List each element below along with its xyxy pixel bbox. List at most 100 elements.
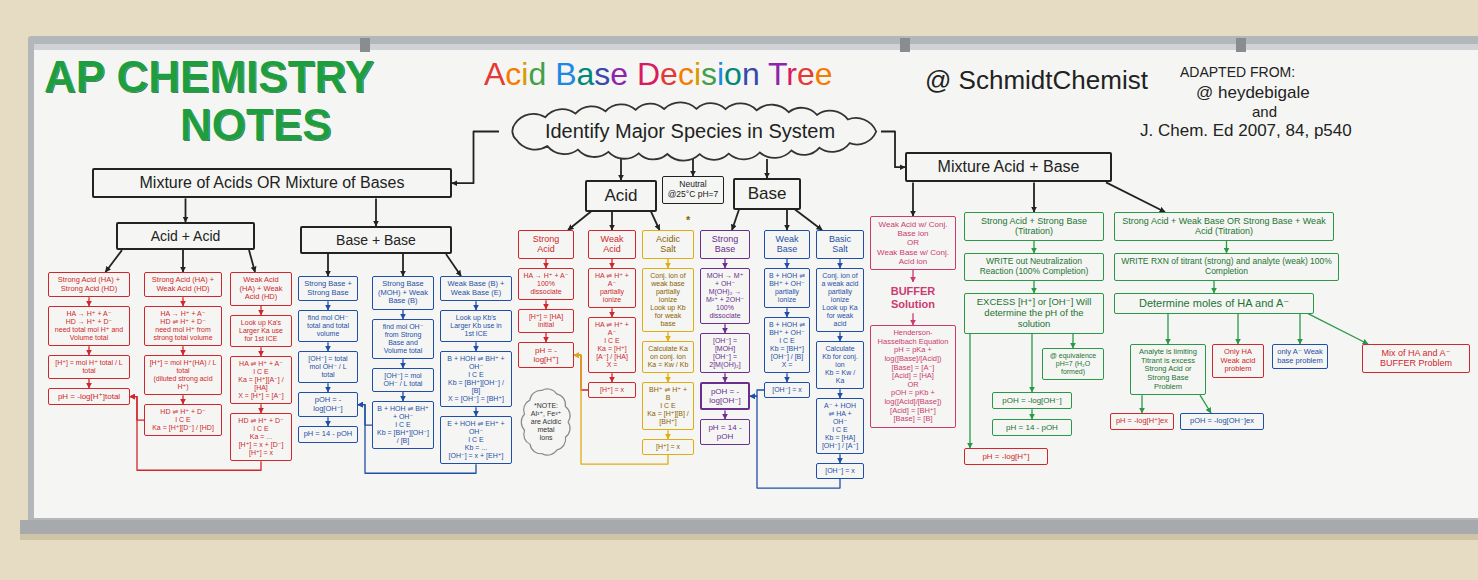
node-text: Strong Acid (HA) + Weak Acid (HD) bbox=[149, 276, 217, 293]
connector-arrow bbox=[475, 407, 476, 416]
node-text: Mixture Acid + Base bbox=[915, 158, 1102, 176]
step-box: WRITE out Neutralization Reaction (100% … bbox=[964, 253, 1104, 281]
rail-clip bbox=[1236, 38, 1246, 52]
connector-arrow bbox=[475, 342, 476, 351]
connector-arrow bbox=[912, 270, 913, 282]
connector-arrow bbox=[182, 250, 184, 272]
step-box: B + HOH ⇌ BH⁺ + OH⁻I C EKb = [BH⁺][OH⁻] … bbox=[764, 317, 810, 373]
title-letter: e bbox=[815, 56, 833, 92]
step-box: [H⁺] = mol H⁺(HA) / L total(diluted stro… bbox=[144, 355, 222, 395]
connector-arrow bbox=[1031, 334, 1032, 392]
node-text: Look up Kb for weak base bbox=[647, 304, 689, 328]
map-rail bbox=[34, 44, 1478, 50]
node-text: I C E bbox=[647, 402, 689, 410]
node-text: HA → H⁺ + A⁻ bbox=[523, 272, 569, 280]
connector-arrow bbox=[475, 301, 476, 310]
node-text: Strong Acid bbox=[524, 234, 568, 255]
node-text: pOH = -log[OH⁻] bbox=[303, 396, 353, 413]
connector-arrow bbox=[106, 250, 123, 272]
start-cloud: Identify Major Species in System bbox=[495, 100, 885, 163]
step-box: [H⁺] = mol H⁺ total / L total bbox=[48, 355, 130, 379]
connector-arrow bbox=[545, 300, 546, 309]
node-text: Calculate Kb for conj. ion bbox=[821, 345, 859, 369]
node-text: pH = -log[H⁺]ex bbox=[1115, 417, 1169, 426]
step-box: [OH⁻] = [MOH][OH⁻] = 2[M(OH)₂] bbox=[700, 333, 750, 373]
step-box: Strong Acid + Weak Base OR Strong Base +… bbox=[1114, 212, 1334, 241]
node-text: WRITE RXN of titrant (strong) and analyt… bbox=[1119, 257, 1334, 277]
node-text: Weak Acid (HA) + Weak Acid (HD) bbox=[235, 276, 287, 302]
title-letter bbox=[546, 56, 555, 92]
node-text: EXCESS [H⁺] or [OH⁻] Will determine the … bbox=[970, 297, 1098, 330]
node-text: [OH⁻] = total mol OH⁻ / L total bbox=[303, 355, 353, 379]
node-text: Strong Acid + Weak Base OR Strong Base +… bbox=[1120, 216, 1328, 237]
connector-arrow bbox=[724, 259, 725, 268]
node-text: Neutral bbox=[667, 180, 719, 190]
heading-label: NOTES bbox=[180, 100, 332, 151]
step-box: HA → H⁺ + A⁻100% dissociate bbox=[518, 268, 574, 300]
node-text: HA → H⁺ + A⁻ bbox=[149, 310, 217, 318]
connector-arrow bbox=[724, 324, 725, 333]
step-box: Look up Ka's Larger Ka use for 1st ICE bbox=[230, 315, 292, 347]
node-text: [Acid] = [HA] bbox=[875, 372, 951, 381]
node-text: Ka = [H⁺][A⁻] / [HA] bbox=[235, 376, 287, 392]
connector-arrow bbox=[839, 389, 840, 398]
node-text: pOH = -log[OH⁻]ex bbox=[1185, 417, 1259, 426]
connector-arrow bbox=[1213, 281, 1214, 293]
step-box: [OH⁻] = x bbox=[764, 382, 810, 398]
step-box: Henderson-Hasselbach EquationpH = pKa + … bbox=[870, 325, 956, 428]
node-text: I C E bbox=[377, 421, 429, 429]
connector-arrow bbox=[327, 301, 328, 310]
step-box: pH = -log[H⁺]total bbox=[48, 388, 130, 405]
step-box: HA ⇌ H⁺ + A⁻partially ionize bbox=[588, 268, 636, 308]
title-letter: e bbox=[797, 56, 815, 92]
node-text: Look up Ka's Larger Ka use for 1st ICE bbox=[235, 319, 287, 343]
node-text: pH = -log[H⁺] bbox=[969, 452, 1043, 461]
title-letter: i bbox=[694, 56, 701, 92]
title-letter: c bbox=[505, 56, 521, 92]
node-text: Acid + Acid bbox=[126, 228, 245, 244]
node-text: Strong Base + Strong Base bbox=[303, 280, 353, 297]
step-box: pH = 14 - pOH bbox=[992, 419, 1072, 436]
credit-label: @ heydebigale bbox=[1196, 83, 1310, 103]
connector-arrow bbox=[724, 410, 725, 419]
connector-arrow bbox=[545, 333, 546, 342]
node-text: Conj. ion of a weak acid partially ioniz… bbox=[821, 272, 859, 304]
step-box: pH = 14 - pOH bbox=[298, 426, 358, 443]
node-text: [OH⁻] = x bbox=[769, 386, 805, 394]
node-text: Weak Base (B) + Weak Base (E) bbox=[445, 280, 507, 297]
step-box: B + HOH ⇌ BH⁺ + OH⁻I C EKb = [BH⁺][OH⁻] … bbox=[372, 401, 434, 449]
step-box: Acidic Salt bbox=[642, 230, 694, 259]
node-text: only A⁻ Weak base problem bbox=[1277, 348, 1323, 365]
node-text: [Base] = [B] bbox=[875, 415, 951, 424]
step-box: Calculate Ka on conj. ionKa = Kw / Kb bbox=[642, 341, 694, 373]
connector-arrow bbox=[839, 454, 840, 463]
node-text: [OH⁻] = [MOH] bbox=[705, 337, 745, 353]
node-text: HA ⇌ H⁺ + A⁻ bbox=[235, 360, 287, 368]
node-text: I C E bbox=[593, 337, 631, 345]
step-box: Strong Base bbox=[700, 230, 750, 259]
node-text: I C E bbox=[235, 368, 287, 376]
node-text: pH = -log[H⁺] bbox=[523, 346, 569, 364]
connector-arrow bbox=[969, 334, 970, 448]
connector-arrow bbox=[795, 210, 822, 230]
node-text: pH = 14 - pOH bbox=[303, 430, 353, 439]
node-text: Mix of HA and A⁻ BUFFER Problem bbox=[1368, 348, 1464, 369]
connector-arrow bbox=[260, 306, 261, 315]
title-letter: T bbox=[768, 56, 786, 92]
connector-arrow bbox=[1308, 314, 1368, 344]
node-text: Kb = [BH⁺][OH⁻] / [B] bbox=[769, 345, 805, 361]
connector-arrow bbox=[1299, 314, 1300, 344]
connector-arrow bbox=[839, 332, 840, 341]
node-text: @25°C pH=7 bbox=[667, 190, 719, 200]
node-text: [OH⁻] = mol OH⁻ / L total bbox=[377, 372, 429, 388]
node-text: Weak Acid bbox=[594, 234, 630, 255]
node-text: Ka = ... bbox=[235, 433, 287, 441]
step-box: pH = -log[H⁺]ex bbox=[1110, 413, 1174, 430]
connector-arrow bbox=[611, 212, 613, 230]
step-box: Neutral@25°C pH=7 bbox=[662, 176, 724, 204]
node-text: [H⁺] = x bbox=[593, 386, 631, 394]
node-text: X = bbox=[593, 361, 631, 369]
step-box: Only HA Weak acid problem bbox=[1212, 344, 1264, 378]
